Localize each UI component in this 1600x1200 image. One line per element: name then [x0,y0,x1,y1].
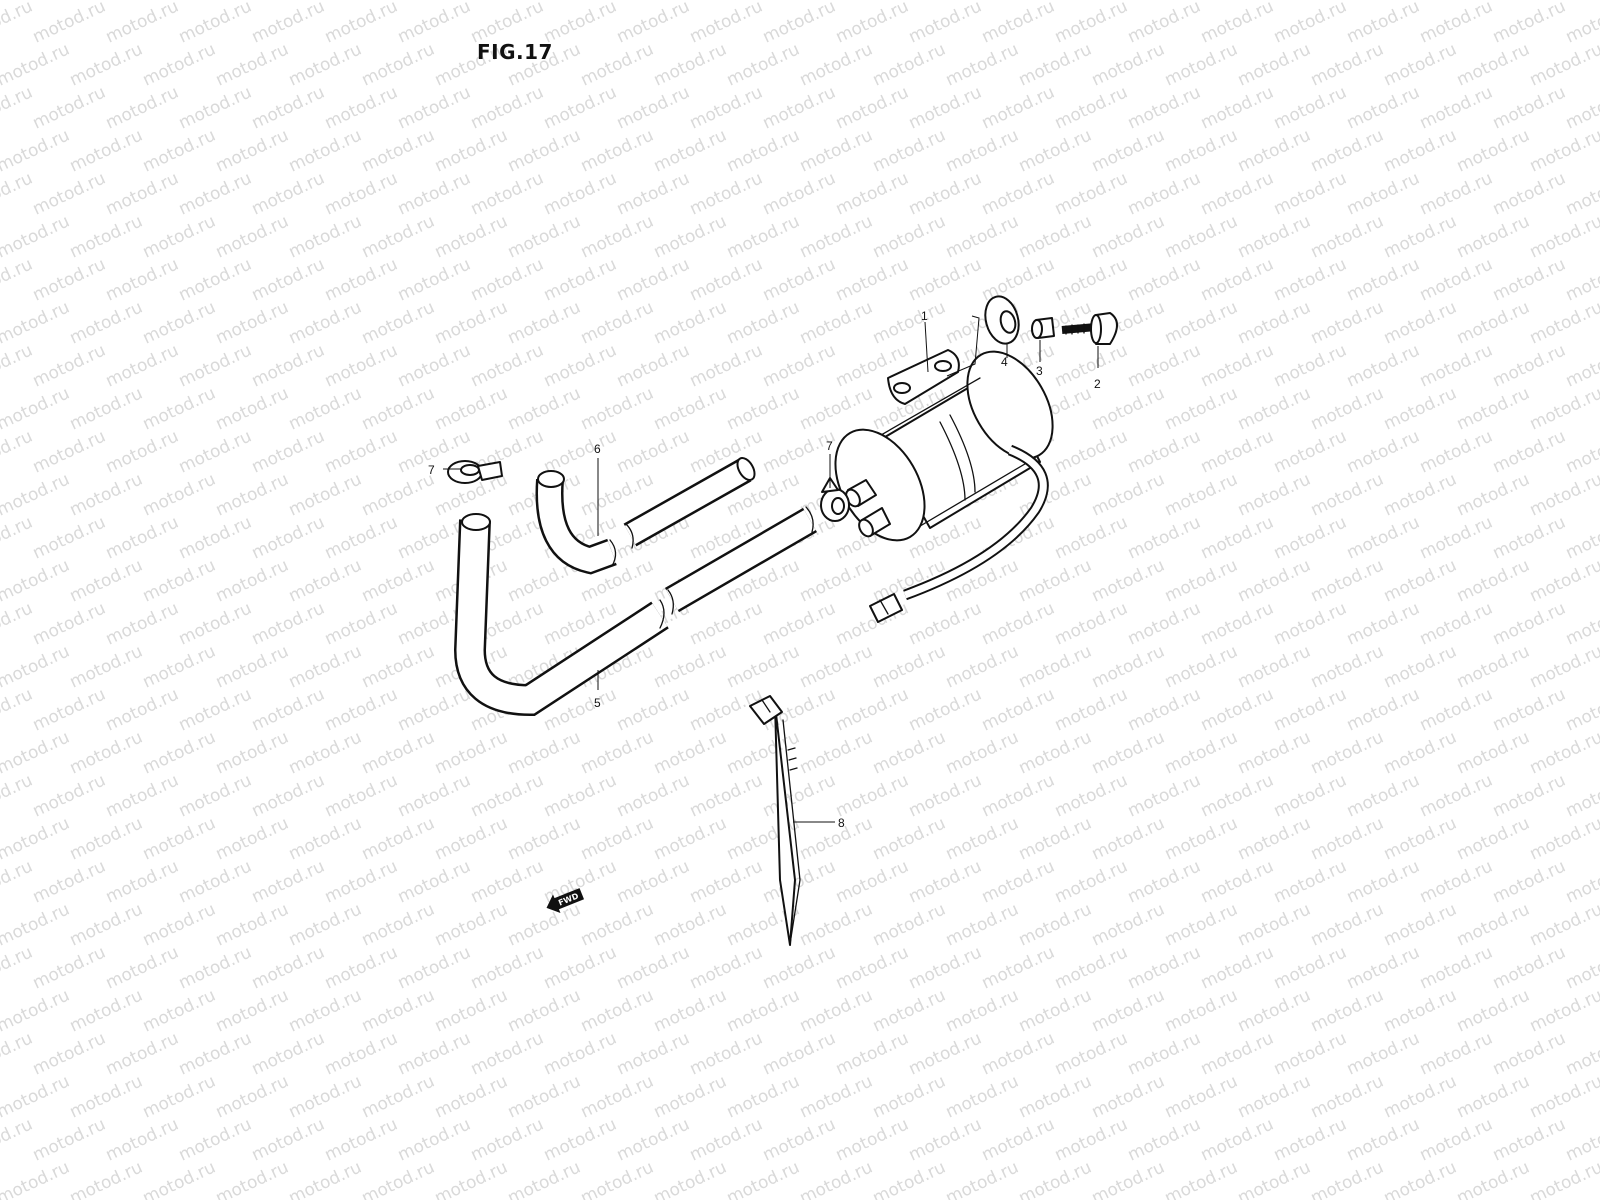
callout-1: 1 [921,309,928,323]
callout-3: 3 [1036,364,1043,378]
callout-2: 2 [1094,377,1101,391]
hose-straight-upper [623,457,756,549]
bolt-2 [1061,312,1118,345]
clamp-7-left [447,460,503,484]
callout-5: 5 [594,696,601,710]
leader-lines [443,315,1099,823]
fwd-direction-indicator: FWD [546,888,585,914]
hose-6-end-opening [537,470,565,488]
cable-tie-head [749,695,783,725]
callout-7-right: 7 [826,439,833,453]
hose-5-end-opening [461,513,491,531]
hose-straight-lower [664,506,818,615]
clamp-7-right [820,477,850,522]
hose-5 [453,513,669,717]
pump-rear-cap [966,350,1054,460]
callout-6: 6 [594,442,601,456]
cable-tie-8 [749,695,801,946]
collar-3 [1031,317,1055,339]
callout-4: 4 [1001,355,1008,369]
fuel-pump-1 [834,349,1054,623]
hose-6 [535,470,617,575]
callout-7-left: 7 [428,463,435,477]
figure-title: FIG.17 [477,40,553,64]
pump-wire-connector [869,593,903,623]
callout-8: 8 [838,816,845,830]
grommet-4 [984,295,1020,345]
